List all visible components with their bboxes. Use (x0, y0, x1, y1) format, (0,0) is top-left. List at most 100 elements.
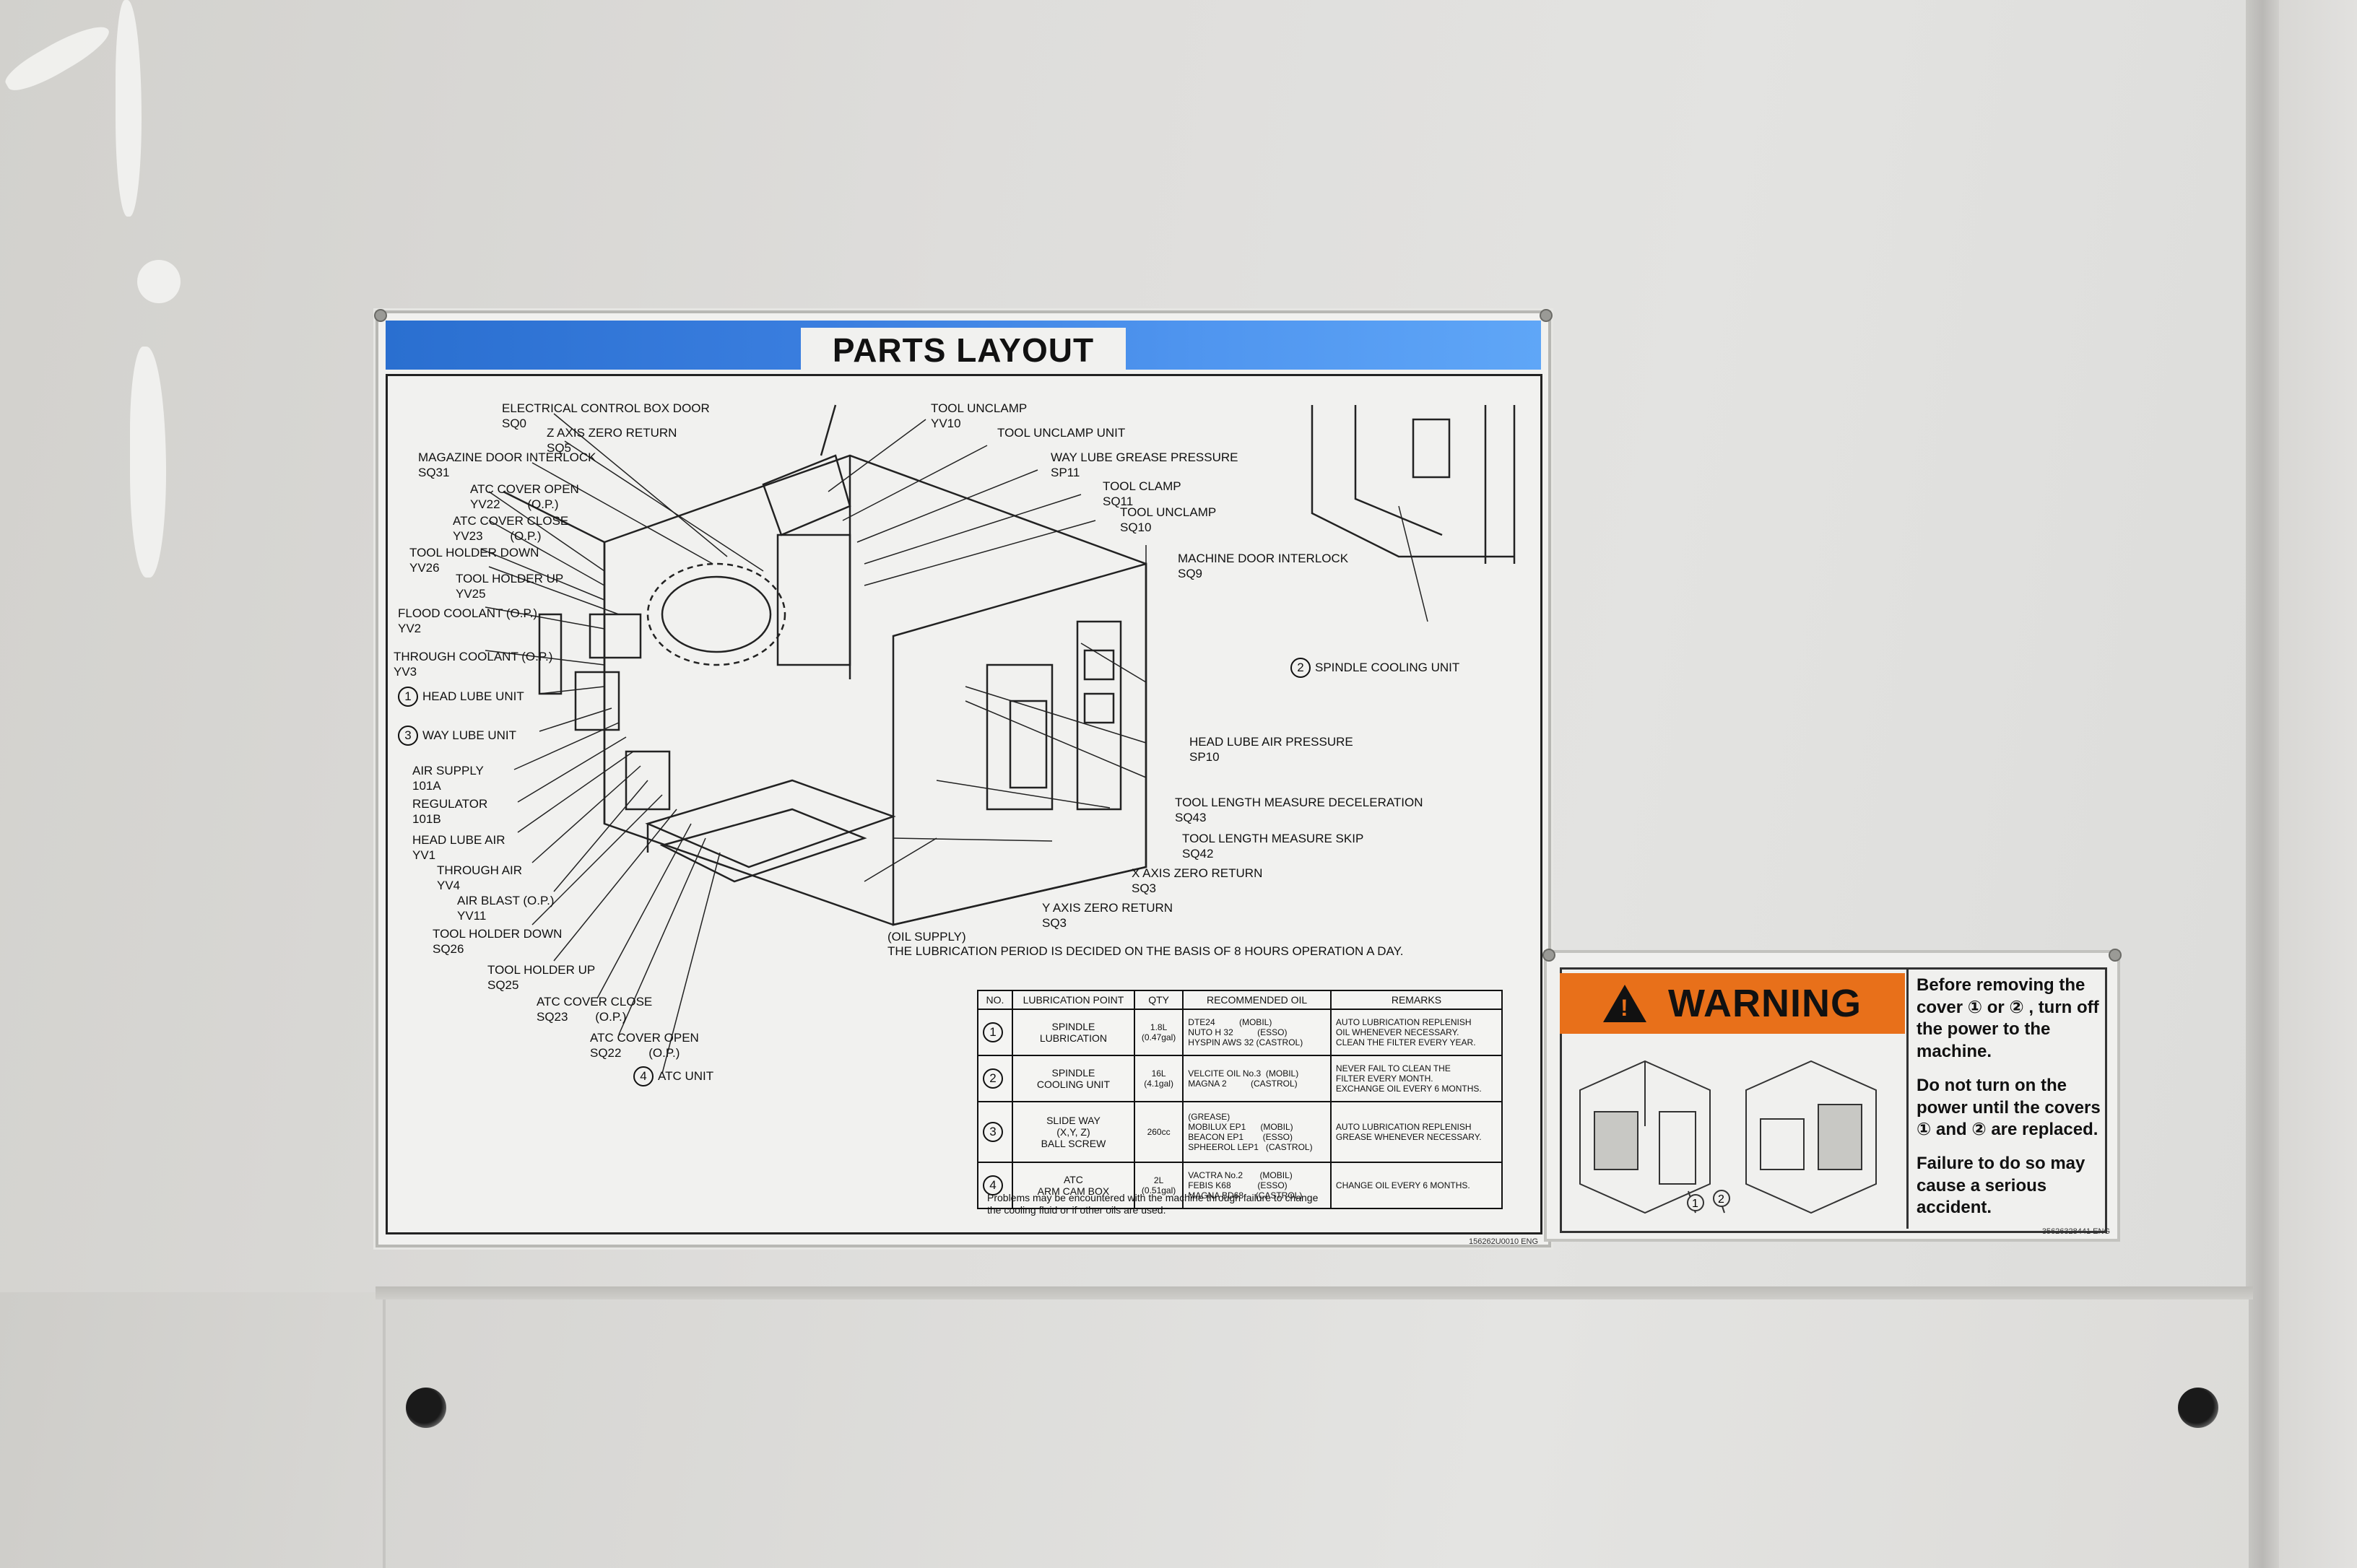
panel-seam (376, 1286, 2253, 1299)
warning-text: Before removing the cover ① or ② , turn … (1917, 975, 2111, 1231)
label-through-coolant: THROUGH COOLANT (O.P.)YV3 (394, 650, 553, 679)
cabinet-lower-panel (383, 1299, 2249, 1568)
row-remarks: AUTO LUBRICATION REPLENISH OIL WHENEVER … (1329, 1009, 1503, 1056)
table-row: 2 SPINDLE COOLING UNIT 16L (4.1gal) VELC… (977, 1055, 1503, 1102)
header-remarks: REMARKS (1329, 990, 1503, 1010)
warning-frame (1560, 967, 2107, 1233)
row-no: 1 (977, 1009, 1013, 1056)
row-oil: DTE24 (MOBIL) NUTO H 32 (ESSO) HYSPIN AW… (1182, 1009, 1332, 1056)
row-remarks: CHANGE OIL EVERY 6 MONTHS. (1329, 1162, 1503, 1209)
lubrication-table: NO. LUBRICATION POINT QTY RECOMMENDED OI… (977, 990, 1503, 1209)
row-no: 2 (977, 1055, 1013, 1102)
warning-triangle-icon: ! (1603, 985, 1646, 1022)
bolt-hole (2178, 1388, 2218, 1428)
screw (1540, 309, 1553, 322)
warning-divider (1906, 967, 1909, 1229)
header-recommended-oil: RECOMMENDED OIL (1182, 990, 1332, 1010)
warning-code: 35626328441 ENG (2041, 1227, 2110, 1236)
paint-mark (116, 0, 142, 217)
warning-label: ! WARNING 1 2 Before removing the cover … (1542, 949, 2122, 1242)
screw (2109, 949, 2122, 962)
plate-code: 156262U0010 ENG (1468, 1237, 1538, 1246)
machine-cover-illustration: 1 2 (1579, 1060, 1877, 1214)
callout-2: 2 (1718, 1193, 1724, 1206)
problems-note: Problems may be encountered with the mac… (987, 1192, 1319, 1216)
row-no: 4 (977, 1162, 1013, 1209)
warning-line-3: Failure to do so may cause a serious acc… (1917, 1154, 2085, 1218)
label-air-blast: AIR BLAST (O.P.)YV11 (457, 894, 555, 923)
machine-diagram (481, 404, 1516, 1074)
header-no: NO. (977, 990, 1013, 1010)
lubrication-period-note: THE LUBRICATION PERIOD IS DECIDED ON THE… (887, 944, 1404, 958)
table-row: 1 SPINDLE LUBRICATION 1.8L (0.47gal) DTE… (977, 1009, 1503, 1056)
row-oil: (GREASE) MOBILUX EP1 (MOBIL) BEACON EP1 … (1182, 1101, 1332, 1163)
table-header-row: NO. LUBRICATION POINT QTY RECOMMENDED OI… (977, 990, 1503, 1010)
warning-header: ! WARNING (1560, 973, 1905, 1034)
row-point: SLIDE WAY (X,Y, Z) BALL SCREW (1012, 1101, 1135, 1163)
title-bar: PARTS LAYOUT (386, 321, 1541, 373)
paint-mark (130, 347, 166, 578)
row-oil: VELCITE OIL No.3 (MOBIL) MAGNA 2 (CASTRO… (1182, 1055, 1332, 1102)
row-point: SPINDLE LUBRICATION (1012, 1009, 1135, 1056)
row-remarks: NEVER FAIL TO CLEAN THE FILTER EVERY MON… (1329, 1055, 1503, 1102)
row-qty: 260cc (1133, 1101, 1184, 1163)
cabinet-side-panel (2279, 0, 2357, 1568)
screw (374, 309, 387, 322)
paint-mark (137, 260, 181, 303)
parts-layout-plate: PARTS LAYOUT (374, 309, 1553, 1247)
row-oil: VACTRA No.2 (MOBIL) FEBIS K68 (ESSO) MAG… (1182, 1162, 1332, 1209)
row-no: 3 (977, 1101, 1013, 1163)
table-row: 4 ATC ARM CAM BOX 2L (0.51gal) VACTRA No… (977, 1162, 1503, 1209)
label-flood-coolant: FLOOD COOLANT (O.P.)YV2 (398, 606, 538, 635)
header-lubrication-point: LUBRICATION POINT (1012, 990, 1135, 1010)
row-remarks: AUTO LUBRICATION REPLENISH GREASE WHENEV… (1329, 1101, 1503, 1163)
warning-line-1: Before removing the cover ① or ② , turn … (1917, 975, 2099, 1062)
callout-1: 1 (1692, 1198, 1698, 1210)
row-point: SPINDLE COOLING UNIT (1012, 1055, 1135, 1102)
row-qty: 2L (0.51gal) (1133, 1162, 1184, 1209)
header-qty: QTY (1133, 990, 1184, 1010)
row-qty: 1.8L (0.47gal) (1133, 1009, 1184, 1056)
warning-word: WARNING (1668, 982, 1862, 1025)
screw (1542, 949, 1555, 962)
plate-title: PARTS LAYOUT (800, 328, 1127, 373)
oil-supply-label: (OIL SUPPLY) (887, 930, 966, 944)
label-tool-unclamp-unit: TOOL UNCLAMP UNIT (997, 426, 1126, 440)
row-qty: 16L (4.1gal) (1133, 1055, 1184, 1102)
bolt-hole (406, 1388, 446, 1428)
cabinet-lower-left (0, 1292, 383, 1568)
row-point: ATC ARM CAM BOX (1012, 1162, 1135, 1209)
table-row: 3 SLIDE WAY (X,Y, Z) BALL SCREW 260cc (G… (977, 1101, 1503, 1163)
cabinet-edge (2246, 0, 2279, 1568)
